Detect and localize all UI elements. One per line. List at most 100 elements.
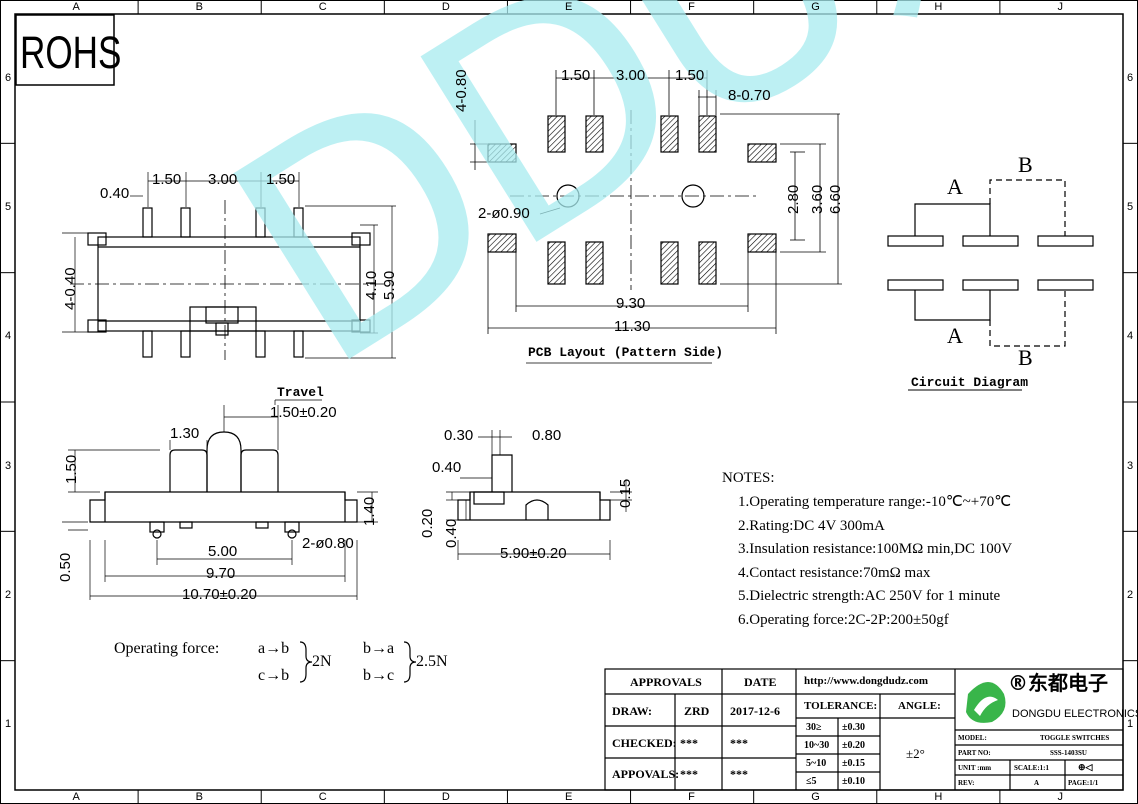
tb-company-en: DONGDU ELECTRONICS [1012,708,1138,720]
tb-checked-date: *** [730,736,748,750]
tb-draw: DRAW: [612,704,653,718]
top-dim-150b: 1.50 [266,171,296,188]
tb-tol-r3-value: ±0.15 [842,758,865,769]
frame-col-C-bottom: C [318,791,327,803]
side-dim-1070: 10.70±0.20 [182,586,257,603]
tb-part-label: PART NO: [958,749,991,757]
frame-col-B-top: B [195,1,203,13]
side-dim-2-080: 2-ø0.80 [302,535,354,552]
side-travel: Travel [277,385,324,400]
frame-row-5-right: 5 [1127,201,1134,213]
frame-col-B-bottom: B [195,791,203,803]
tb-part: SSS-1403SU [1050,749,1087,757]
end-view [446,430,632,560]
frame-col-A-top: A [72,1,80,13]
frame-col-E-bottom: E [565,791,573,803]
pcb-dim-300: 3.00 [616,67,646,84]
end-dim-015: 0.15 [617,478,634,508]
pcb-dim-1130: 11.30 [614,318,651,335]
circuit-label-a-bottom: A [947,323,963,348]
frame-row-1-left: 1 [5,718,12,731]
company-logo [966,682,1006,723]
pcb-dim-280: 2.80 [785,184,802,214]
tb-draw-date: 2017-12-6 [730,704,780,718]
frame-col-H-bottom: H [934,791,943,803]
tb-angle-value: ±2° [906,746,925,761]
frame-col-J-top: J [1057,1,1063,13]
force-b-a: b→a [363,640,395,657]
title-block-grid [604,668,1124,791]
force-25n: 2.5N [416,653,448,670]
end-dim-040a: 0.40 [432,459,462,476]
side-dim-150: 1.50 [63,454,80,484]
tb-approvals: APPROVALS [630,675,702,689]
pcb-layout [470,70,842,364]
tb-scale: SCALE:1:1 [1014,764,1050,772]
frame-row-3-right: 3 [1127,459,1134,472]
note-3: 3.Insulation resistance:100MΩ min,DC 100… [738,541,1013,557]
frame-row-2-left: 2 [5,589,12,601]
frame-row-4-left: 4 [5,330,12,343]
tb-tol-r2-range: 10~30 [804,740,830,751]
frame-row-4-right: 4 [1127,330,1134,343]
force-label: Operating force: [114,640,220,657]
frame-col-F-top: F [688,1,695,13]
end-dim-080: 0.80 [532,427,562,444]
frame-col-G-bottom: G [811,791,820,803]
tb-company-cn: ®东都电子 [1008,671,1108,695]
top-dim-590: 5.90 [381,270,398,300]
top-dim-150a: 1.50 [152,171,182,188]
frame-col-D-top: D [441,1,450,13]
pcb-dim-150a: 1.50 [561,67,591,84]
top-dim-410: 4.10 [363,270,380,300]
frame-row-2-right: 2 [1127,589,1134,601]
tb-checked-by: *** [680,736,698,750]
tb-appovals-by: *** [680,767,698,781]
tb-website: http://www.dongdudz.com [804,675,929,687]
tb-unit: UNIT :mm [958,764,992,772]
tb-tol-r1-range: 30≥ [806,722,822,733]
circuit-caption: Circuit Diagram [911,375,1029,390]
tb-appovals-date: *** [730,767,748,781]
pcb-dim-660: 6.60 [827,184,844,214]
end-dim-040b: 0.40 [443,518,460,548]
frame-col-J-bottom: J [1057,791,1063,803]
circuit-label-a-top: A [947,174,963,199]
circuit-label-b-top: B [1018,152,1033,177]
tb-tol-r2-value: ±0.20 [842,740,865,751]
top-view [62,172,396,360]
tb-tolerance: TOLERANCE: [804,700,878,712]
tb-proj-icon: ⊕◁ [1078,762,1093,772]
tb-date: DATE [744,675,777,689]
end-dim-030: 0.30 [444,427,474,444]
rohs-label: ROHS [20,27,122,78]
frame-col-D-bottom: D [441,791,450,803]
pcb-dim-8-070: 8-0.70 [728,87,771,104]
force-a-b: a→b [258,640,290,657]
pcb-dim-150b: 1.50 [675,67,705,84]
frame-row-1-right: 1 [1127,718,1134,731]
frame-row-6-left: 6 [5,71,12,84]
pcb-dim-930: 9.30 [616,295,646,312]
tb-tol-r3-range: 5~10 [806,758,827,769]
tb-rev-label: REV: [958,779,975,787]
note-1: 1.Operating temperature range:-10℃~+70℃ [738,494,1012,510]
end-dim-020: 0.20 [419,508,436,538]
pcb-caption: PCB Layout (Pattern Side) [528,345,724,360]
note-5: 5.Dielectric strength:AC 250V for 1 minu… [738,588,1001,604]
tb-model-label: MODEL: [958,734,987,742]
frame-col-A-bottom: A [72,791,80,803]
note-2: 2.Rating:DC 4V 300mA [738,518,885,534]
side-dim-travel: 1.50±0.20 [270,404,337,421]
side-dim-140: 1.40 [361,496,378,526]
note-6: 6.Operating force:2C-2P:200±50gf [738,612,949,628]
notes-title: NOTES: [722,470,775,486]
force-b-c: b→c [363,667,395,684]
frame-col-C-top: C [318,1,327,13]
tb-draw-by: ZRD [684,704,710,718]
side-dim-130: 1.30 [170,425,200,442]
tb-model: TOGGLE SWITCHES [1040,734,1110,742]
frame-col-E-top: E [565,1,573,13]
force-braces [299,641,417,683]
